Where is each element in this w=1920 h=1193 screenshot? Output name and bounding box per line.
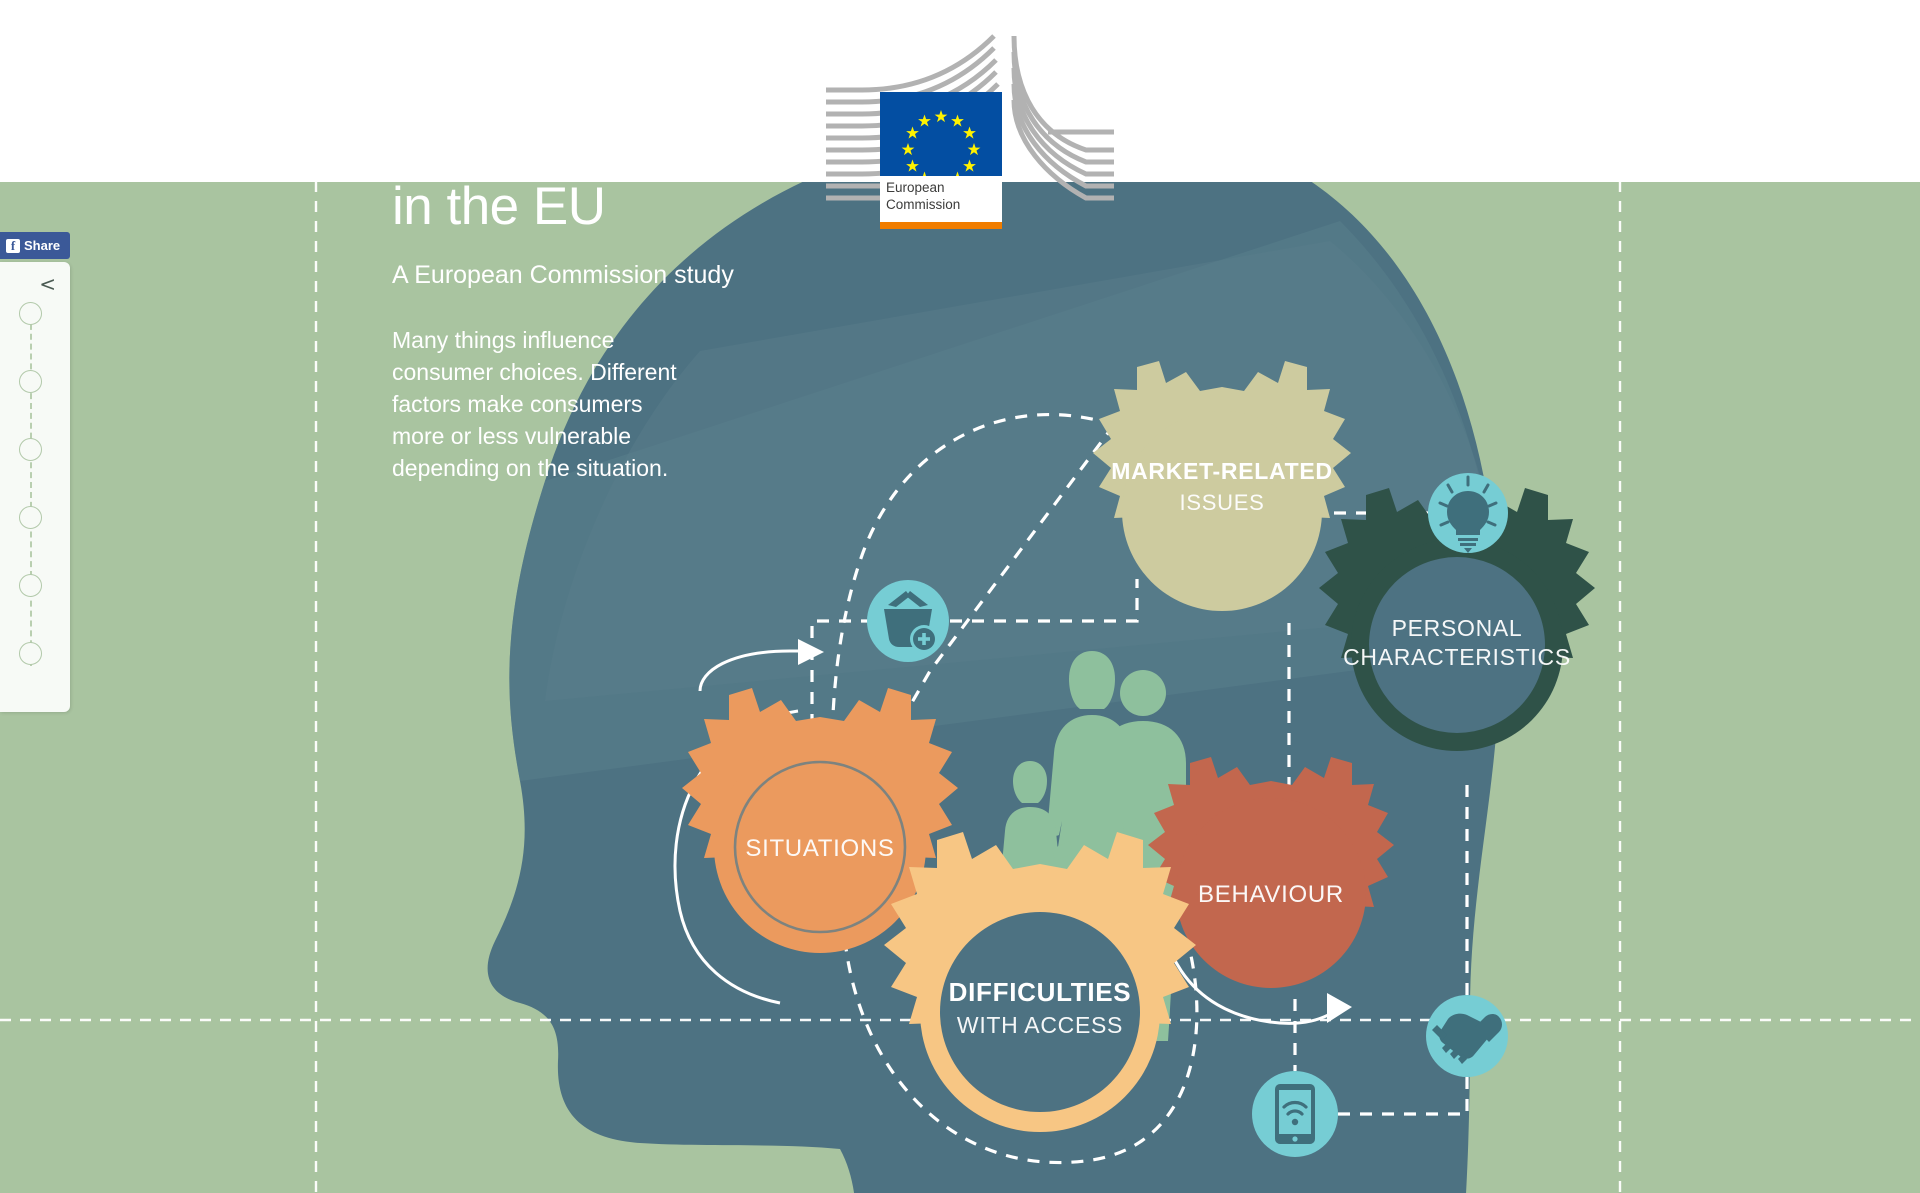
lightbulb-icon[interactable] [1428,473,1508,553]
gear-situations-ring [733,760,907,934]
slide-navigation-panel[interactable]: < [0,262,70,712]
shopping-basket-add-icon[interactable] [867,580,949,662]
gear-personal-label-line1: PERSONAL [1392,615,1523,641]
gear-market-label-bold: MARKET-RELATED [1111,458,1332,484]
nav-dot-6[interactable] [19,642,42,665]
gear-difficulties-with-access[interactable]: DIFFICULTIES WITH ACCESS [884,832,1196,1132]
arrow-curve-to-basket [698,649,800,692]
page-body-text: Many things influence consumer choices. … [392,327,677,481]
handshake-icon[interactable] [1426,995,1508,1077]
facebook-share-label: Share [24,238,61,253]
page-subtitle: A European Commission study [392,261,734,289]
gear-personal-label-line2: CHARACTERISTICS [1343,644,1571,670]
european-commission-logo: European Commission [818,32,1120,242]
facebook-share-button[interactable]: f Share [0,232,70,259]
gear-behaviour-label: BEHAVIOUR [1198,881,1344,908]
nav-dot-1[interactable] [19,302,42,325]
connector-basket-to-situations [810,619,873,743]
page-title-line2: in the EU [392,177,606,236]
eu-wordmark-line2: Commission [886,197,961,212]
gear-market-label-thin: ISSUES [1180,490,1265,515]
nav-track-line [30,314,32,666]
gear-difficulties-label-thin: WITH ACCESS [957,1012,1123,1038]
nav-dot-4[interactable] [19,506,42,529]
nav-dot-5[interactable] [19,574,42,597]
infographic-canvas: MARKET-RELATED ISSUES PERSONAL CHARACTER… [0,181,1920,1193]
gear-difficulties-hollow [940,912,1140,1112]
tablet-wifi-icon[interactable] [1252,1071,1338,1157]
nav-dot-3[interactable] [19,438,42,461]
connector-basket-to-market [950,579,1139,623]
eu-wordmark-line1: European [886,180,945,195]
eu-flag [880,92,1002,189]
eu-underline-accent [880,222,1002,229]
gear-situations-label: SITUATIONS [745,835,894,862]
gear-personal-characteristics[interactable]: PERSONAL CHARACTERISTICS [1319,488,1595,751]
arrow-head-right-lower [1327,993,1352,1023]
nav-dot-2[interactable] [19,370,42,393]
gear-personal-inner-circle [1369,557,1545,733]
chevron-left-icon[interactable]: < [39,272,56,296]
gear-market-related-issues[interactable]: MARKET-RELATED ISSUES [1093,361,1351,611]
eu-wordmark: European Commission [880,176,1002,222]
gear-behaviour[interactable]: BEHAVIOUR [1148,757,1394,988]
facebook-icon: f [6,238,20,253]
arrow-head-right-upper [798,639,824,665]
head-shade [509,221,1500,781]
gear-situations[interactable]: SITUATIONS [682,688,958,953]
gear-difficulties-label-bold: DIFFICULTIES [949,977,1132,1007]
